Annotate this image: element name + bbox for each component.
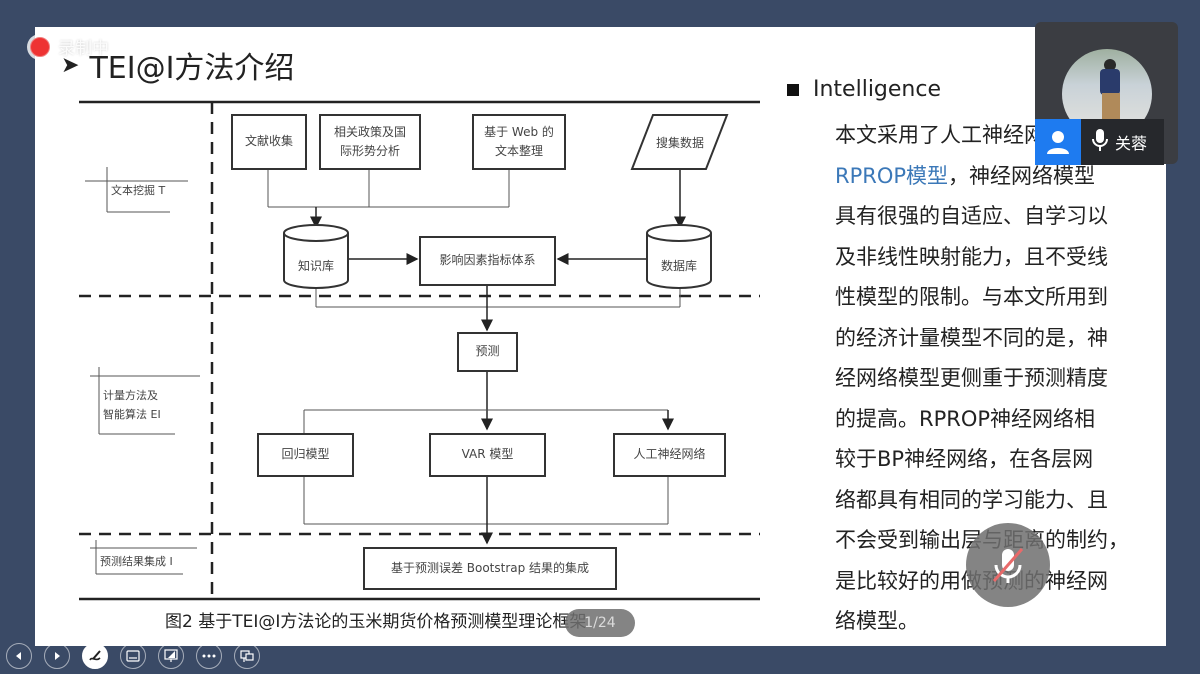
highlight-term: RPROP模型 (835, 163, 949, 188)
more-options-button[interactable] (196, 643, 222, 669)
bullet-heading: Intelligence (787, 77, 941, 102)
switch-display-icon (240, 650, 254, 662)
node-var: VAR 模型 (429, 433, 546, 477)
previous-slide-button[interactable] (6, 643, 32, 669)
node-database: 数据库 (660, 259, 697, 273)
node-regression: 回归模型 (257, 433, 354, 477)
subtitle-button[interactable] (120, 643, 146, 669)
layer-label-econometrics: 计量方法及 智能算法 EI (103, 389, 161, 421)
node-policy-analysis: 相关政策及国 际形势分析 (319, 114, 421, 170)
next-slide-button[interactable] (44, 643, 70, 669)
switch-display-button[interactable] (234, 643, 260, 669)
database-cylinder (646, 224, 712, 289)
previous-icon (16, 652, 21, 660)
annotate-screen-button[interactable] (158, 643, 184, 669)
user-icon[interactable] (1035, 119, 1081, 165)
page-indicator: 1/24 (565, 609, 635, 637)
mic-off-icon (992, 548, 1024, 583)
participant-name: 关蓉 (1115, 134, 1148, 153)
node-ensemble: 基于预测误差 Bootstrap 结果的集成 (363, 547, 617, 590)
slide-title: ➤ TEI@I方法介绍 (61, 43, 294, 87)
node-knowledge-base: 知识库 (297, 259, 334, 273)
collect-data-shape (630, 114, 729, 170)
next-icon (55, 652, 60, 660)
slide: ➤ TEI@I方法介绍 (35, 27, 1166, 646)
node-doc-collect: 文献收集 (231, 114, 307, 170)
pen-tool-button[interactable] (82, 643, 108, 669)
subtitle-icon (126, 650, 140, 662)
presentation-toolbar (6, 643, 260, 669)
layer-label-text-mining: 文本挖掘 T (111, 184, 166, 197)
square-bullet-icon (787, 83, 799, 96)
framework-diagram: 文本挖掘 T 计量方法及 智能算法 EI 预测结果集成 I 文献收集 相关政策及… (35, 27, 795, 646)
knowledge-base-cylinder (283, 224, 349, 289)
slide-title-text: TEI@I方法介绍 (89, 51, 295, 86)
pen-icon (89, 650, 101, 661)
monitor-pen-icon (164, 649, 178, 662)
recording-indicator: 录制中 (30, 34, 109, 59)
node-web-text: 基于 Web 的 文本整理 (472, 114, 566, 170)
figure-caption: 图2 基于TEI@I方法论的玉米期货价格预测模型理论框架 (165, 612, 587, 632)
node-collect-data: 搜集数据 (655, 135, 704, 150)
record-dot-icon (30, 36, 50, 57)
microphone-icon[interactable] (1091, 128, 1109, 156)
layer-label-ensemble: 预测结果集成 I (100, 555, 173, 568)
more-icon (202, 654, 216, 658)
node-index-system: 影响因素指标体系 (419, 236, 556, 286)
participant-name-bar: 关蓉 (1081, 119, 1164, 165)
node-forecast: 预测 (457, 332, 518, 372)
node-ann: 人工神经网络 (613, 433, 726, 477)
mic-muted-button[interactable] (966, 523, 1050, 607)
diagram-lines (79, 100, 760, 601)
arrow-bullet-icon: ➤ (61, 52, 80, 78)
